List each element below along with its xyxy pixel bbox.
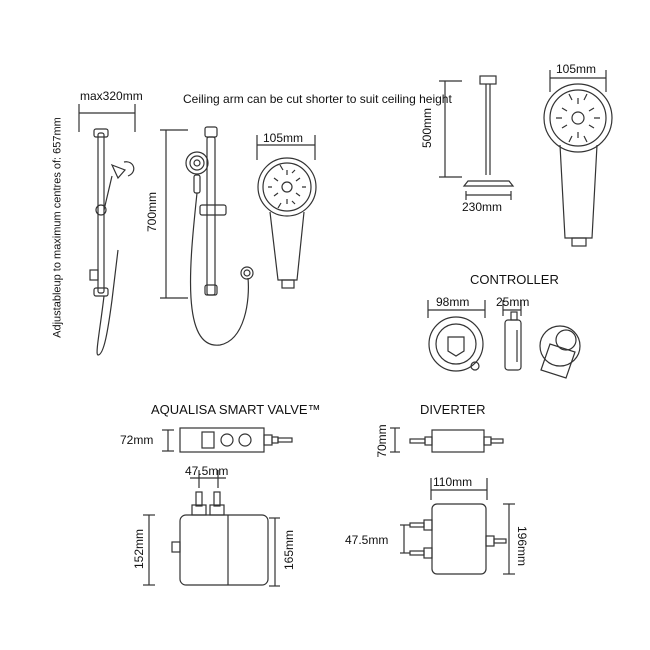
diverter-spacing-label: 47.5mm (345, 533, 389, 547)
valve-left-height-label: 152mm (132, 529, 146, 570)
handset-large (543, 70, 613, 247)
controller-depth-label: 25mm (496, 295, 530, 309)
valve-right-height-label: 165mm (282, 530, 296, 571)
valve-top-view (162, 427, 293, 453)
valve-right-height-wrap: 165mm (264, 530, 314, 570)
ceiling-arm (439, 75, 515, 200)
rail-kit-left (78, 104, 136, 356)
controller-drawings (427, 300, 581, 379)
controller-title: CONTROLLER (470, 272, 559, 287)
rail-width-label: max320mm (80, 89, 143, 103)
diverter-front-view (400, 478, 515, 575)
valve-height-label: 72mm (120, 433, 154, 447)
valve-front-view (143, 470, 280, 587)
controller-diameter-label: 98mm (436, 295, 470, 309)
rail-height-wrap: 700mm (127, 192, 177, 232)
diverter-height-label: 70mm (375, 424, 389, 458)
handset-small-width-label: 105mm (263, 131, 304, 145)
rail-height-label: 700mm (145, 192, 159, 233)
adjustable-note-wrap: Adjustableup to maximum centres of: 657m… (0, 117, 188, 338)
ceiling-head-width-label: 230mm (462, 200, 503, 214)
valve-left-height-wrap: 152mm (114, 529, 164, 569)
valve-spacing-label: 47.5mm (185, 464, 229, 478)
rail-kit-right (160, 126, 254, 346)
ceiling-arm-note: Ceiling arm can be cut shorter to suit c… (183, 92, 452, 106)
ceiling-arm-length-label: 500mm (420, 108, 434, 149)
diverter-side-height-wrap: 196mm (497, 526, 547, 566)
diverter-title: DIVERTER (420, 402, 486, 417)
diverter-top-view (390, 427, 504, 453)
diverter-side-height-label: 196mm (515, 525, 529, 566)
handset-small (256, 135, 317, 289)
handset-large-width-label: 105mm (556, 62, 597, 76)
diverter-width-label: 110mm (433, 475, 473, 489)
valve-title: AQUALISA SMART VALVE™ (151, 402, 321, 417)
adjustable-note: Adjustableup to maximum centres of: 657m… (51, 117, 64, 338)
ceiling-arm-length-wrap: 500mm (402, 108, 452, 148)
diverter-height-wrap: 70mm (357, 424, 407, 457)
